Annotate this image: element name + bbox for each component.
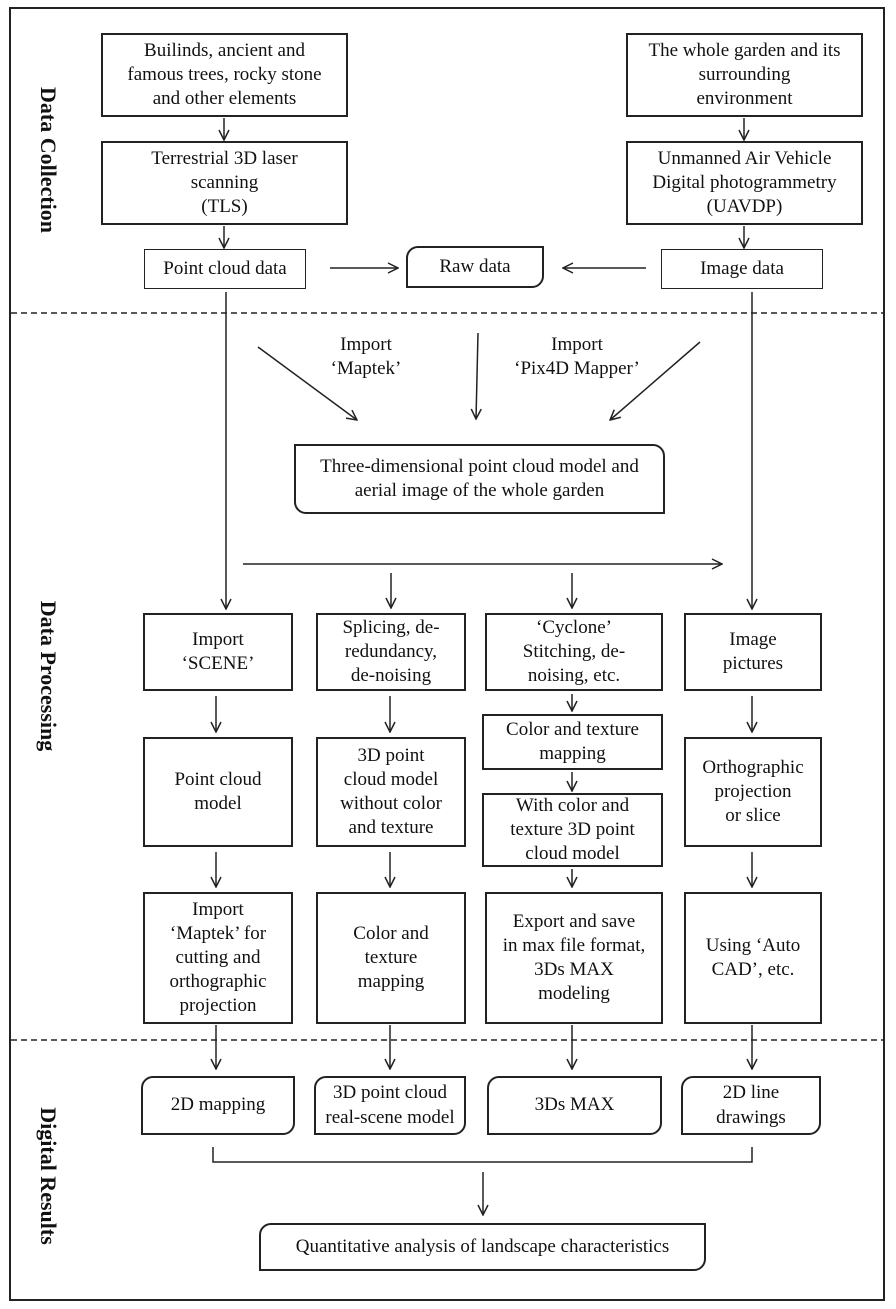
tls-source-box: Builinds, ancient and famous trees, rock… — [101, 33, 348, 117]
section-label-digital-results: Digital Results — [36, 1107, 61, 1245]
result-2d-mapping-box: 2D mapping — [141, 1076, 295, 1135]
whole-garden-model-box: Three-dimensional point cloud model and … — [294, 444, 665, 514]
col1-maptek-cutting-box: Import ‘Maptek’ for cutting and orthogra… — [143, 892, 293, 1024]
col2-model-without-color-box: 3D point cloud model without color and t… — [316, 737, 466, 847]
arrow-raw-import — [476, 332, 478, 419]
section-label-data-processing: Data Processing — [36, 600, 61, 752]
result-2d-line-drawings-box: 2D line drawings — [681, 1076, 821, 1135]
col3-export-max-box: Export and save in max file format, 3Ds … — [485, 892, 663, 1024]
results-bracket — [212, 1147, 753, 1163]
col3-with-color-model-box: With color and texture 3D point cloud mo… — [482, 793, 663, 867]
col1-point-cloud-model-box: Point cloud model — [143, 737, 293, 847]
col3-cyclone-box: ‘Cyclone’ Stitching, de- noising, etc. — [485, 613, 663, 691]
col4-orthographic-box: Orthographic projection or slice — [684, 737, 822, 847]
uav-box: Unmanned Air Vehicle Digital photogramme… — [626, 141, 863, 225]
col2-splicing-box: Splicing, de- redundancy, de-noising — [316, 613, 466, 691]
section-label-data-collection: Data Collection — [36, 86, 61, 234]
col2-color-texture-box: Color and texture mapping — [316, 892, 466, 1024]
result-3ds-max-box: 3Ds MAX — [487, 1076, 662, 1135]
arrow-pix4d-import — [610, 341, 701, 420]
raw-data-box: Raw data — [406, 246, 544, 288]
diagram-frame — [9, 7, 885, 1301]
import-pix4d-label: Import ‘Pix4D Mapper’ — [514, 334, 640, 380]
import-maptek-label: Import ‘Maptek’ — [330, 334, 402, 380]
uav-source-box: The whole garden and its surrounding env… — [626, 33, 863, 117]
col4-autocad-box: Using ‘Auto CAD’, etc. — [684, 892, 822, 1024]
arrow-maptek-import — [257, 346, 357, 420]
result-3d-point-cloud-box: 3D point cloud real-scene model — [314, 1076, 466, 1135]
tls-box: Terrestrial 3D laser scanning (TLS) — [101, 141, 348, 225]
point-cloud-data-box: Point cloud data — [144, 249, 306, 289]
col3-color-mapping-box: Color and texture mapping — [482, 714, 663, 770]
col4-image-pictures-box: Image pictures — [684, 613, 822, 691]
image-data-box: Image data — [661, 249, 823, 289]
col1-import-scene-box: Import ‘SCENE’ — [143, 613, 293, 691]
final-analysis-box: Quantitative analysis of landscape chara… — [259, 1223, 706, 1271]
